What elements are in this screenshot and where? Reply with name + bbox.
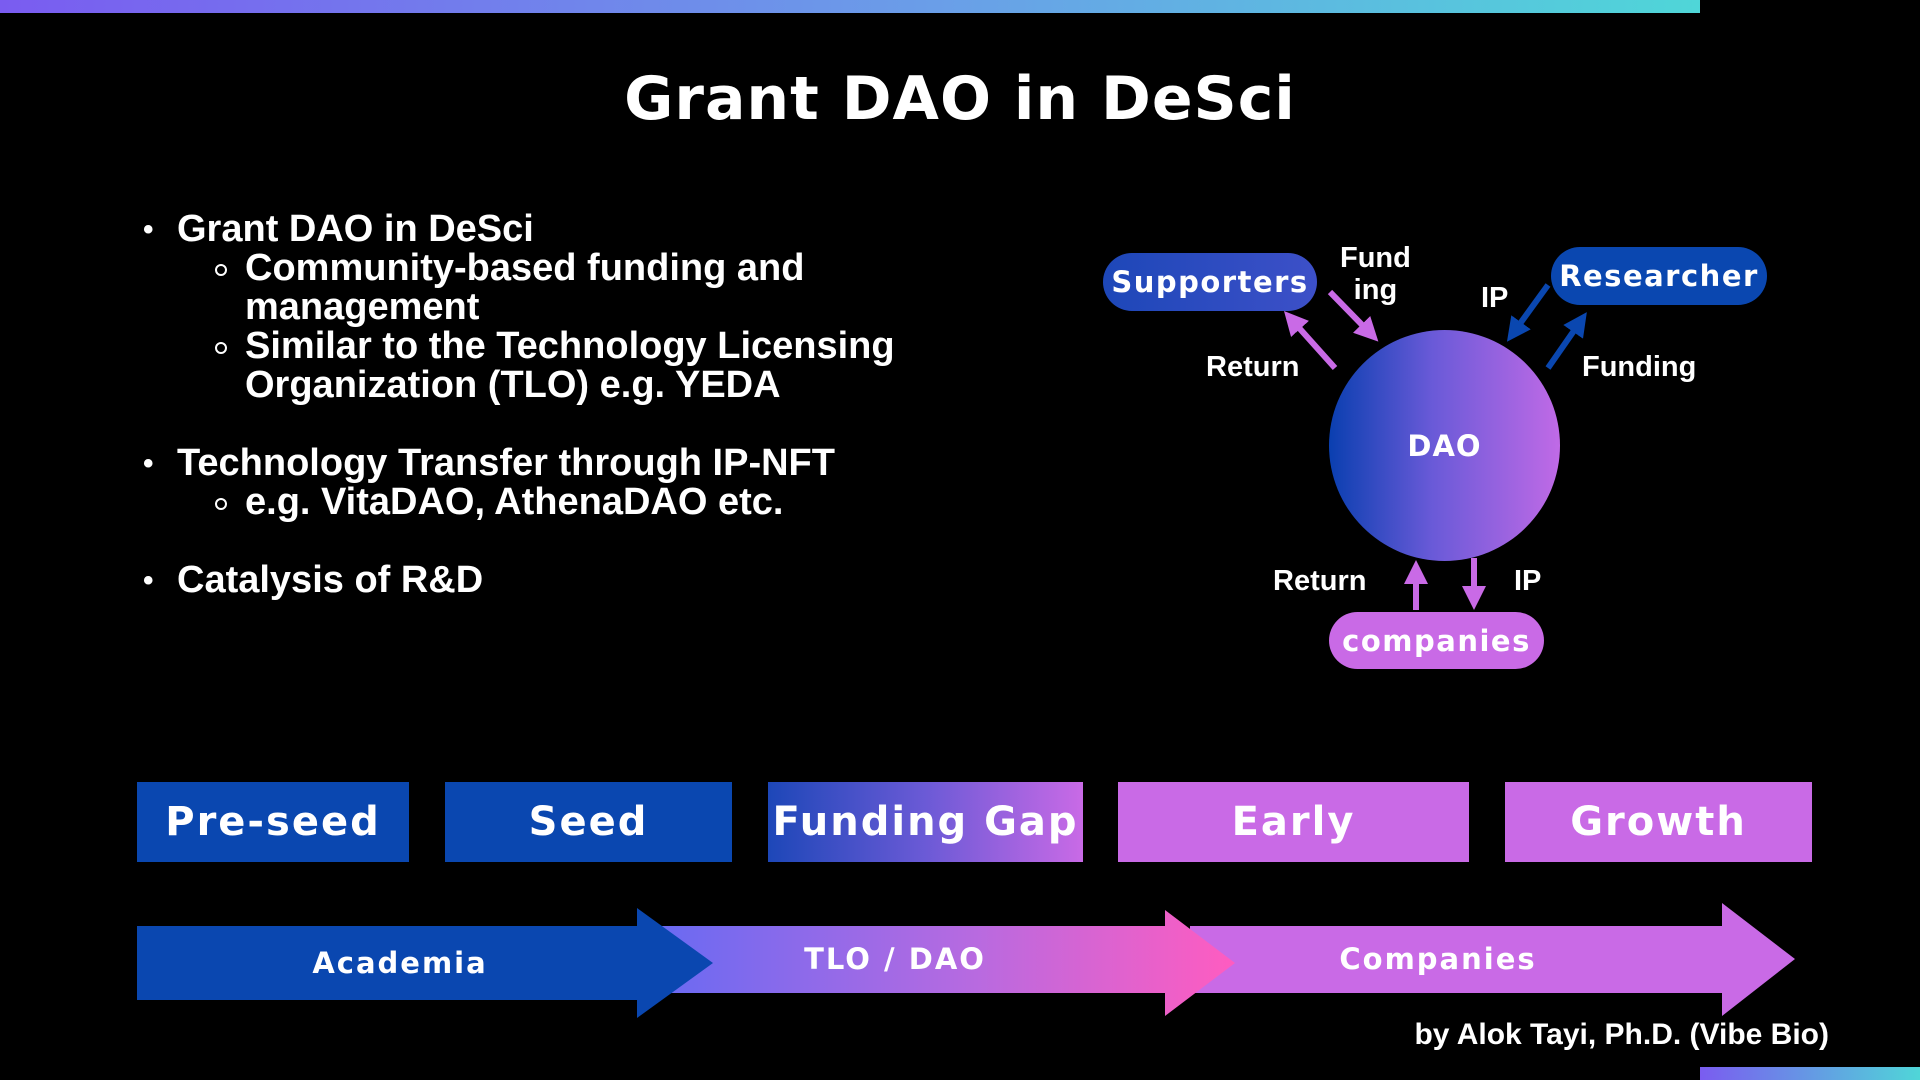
top-accent-bar bbox=[0, 0, 1700, 13]
bottom-accent-bar bbox=[1700, 1067, 1920, 1080]
slide-title: Grant DAO in DeSci bbox=[624, 64, 1296, 134]
bullet-item: Technology Transfer through IP-NFT bbox=[135, 444, 1015, 484]
bullet-item: Catalysis of R&D bbox=[135, 561, 1015, 601]
label-ip-researcher: IP bbox=[1481, 282, 1509, 314]
supporters-node: Supporters bbox=[1103, 253, 1317, 311]
label-funding-researcher: Funding bbox=[1582, 351, 1697, 383]
phase-label-companies: Companies bbox=[1339, 942, 1537, 976]
stage-funding-gap: Funding Gap bbox=[768, 782, 1083, 862]
label-return-supporters: Return bbox=[1206, 351, 1300, 383]
bullet-list: Grant DAO in DeSci Community-based fundi… bbox=[135, 210, 1015, 601]
author-credit: by Alok Tayi, Ph.D. (Vibe Bio) bbox=[1414, 1018, 1829, 1051]
phase-label-academia: Academia bbox=[312, 946, 488, 980]
stage-seed: Seed bbox=[445, 782, 732, 862]
sub-bullet-item: Community-based funding and management bbox=[135, 249, 1015, 327]
sub-bullet-item: e.g. VitaDAO, AthenaDAO etc. bbox=[135, 483, 1015, 522]
label-ip-companies: IP bbox=[1514, 565, 1542, 597]
phase-label-tlo-dao: TLO / DAO bbox=[804, 942, 986, 976]
arrow-funding-to-dao bbox=[1327, 289, 1379, 342]
stage-pre-seed: Pre-seed bbox=[137, 782, 409, 862]
bullet-item: Grant DAO in DeSci bbox=[135, 210, 1015, 250]
dao-node: DAO bbox=[1329, 330, 1560, 561]
phase-arrow-tlo-dao bbox=[660, 910, 1235, 1016]
companies-node: companies bbox=[1329, 612, 1544, 669]
arrow-return-to-supporters bbox=[1283, 311, 1338, 371]
stage-early: Early bbox=[1118, 782, 1469, 862]
label-return-companies: Return bbox=[1273, 565, 1367, 597]
phase-arrow-academia bbox=[137, 908, 713, 1018]
label-funding-in: Fund ing bbox=[1340, 242, 1411, 306]
phase-arrow-companies bbox=[1190, 903, 1795, 1016]
sub-bullet-item: Similar to the Technology Licensing Orga… bbox=[135, 327, 1015, 405]
arrow-ip-to-dao bbox=[1506, 283, 1551, 342]
arrow-funding-to-researcher bbox=[1545, 312, 1587, 370]
stage-growth: Growth bbox=[1505, 782, 1812, 862]
researcher-node: Researcher bbox=[1551, 247, 1767, 305]
